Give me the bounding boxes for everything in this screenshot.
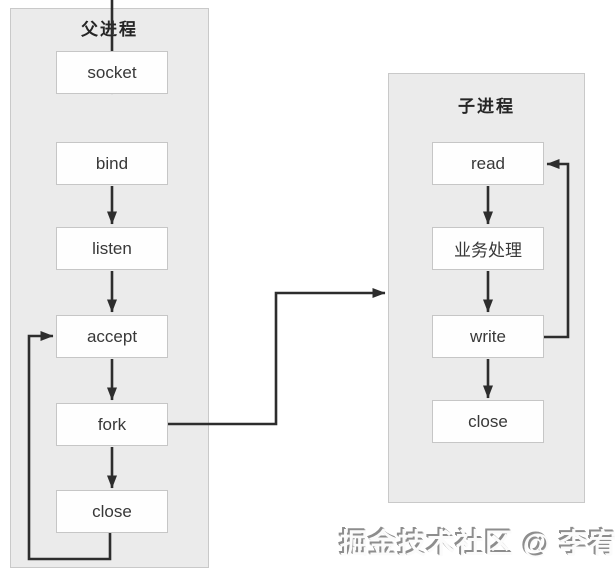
flow-node-fork: fork — [56, 403, 168, 446]
flow-node-read: read — [432, 142, 544, 185]
flow-node-parent-close: close — [56, 490, 168, 533]
child-process-title: 子进程 — [458, 97, 515, 116]
arrow-fork-to-child-process — [168, 288, 386, 426]
flow-node-accept: accept — [56, 315, 168, 358]
flow-node-bind: bind — [56, 142, 168, 185]
flow-node-listen: listen — [56, 227, 168, 270]
arrow-close-loop-to-accept — [27, 331, 112, 561]
flow-node-socket: socket — [56, 51, 168, 94]
flow-node-write: write — [432, 315, 544, 358]
parent-process-group: 父进程 — [10, 8, 209, 568]
watermark-text: 掘金技术社区 @ 李宥 — [340, 528, 615, 559]
flow-node-child-close: close — [432, 400, 544, 443]
arrow-write-loop-to-read — [544, 159, 570, 339]
flow-node-business-processing: 业务处理 — [432, 227, 544, 270]
parent-process-title: 父进程 — [81, 20, 138, 39]
